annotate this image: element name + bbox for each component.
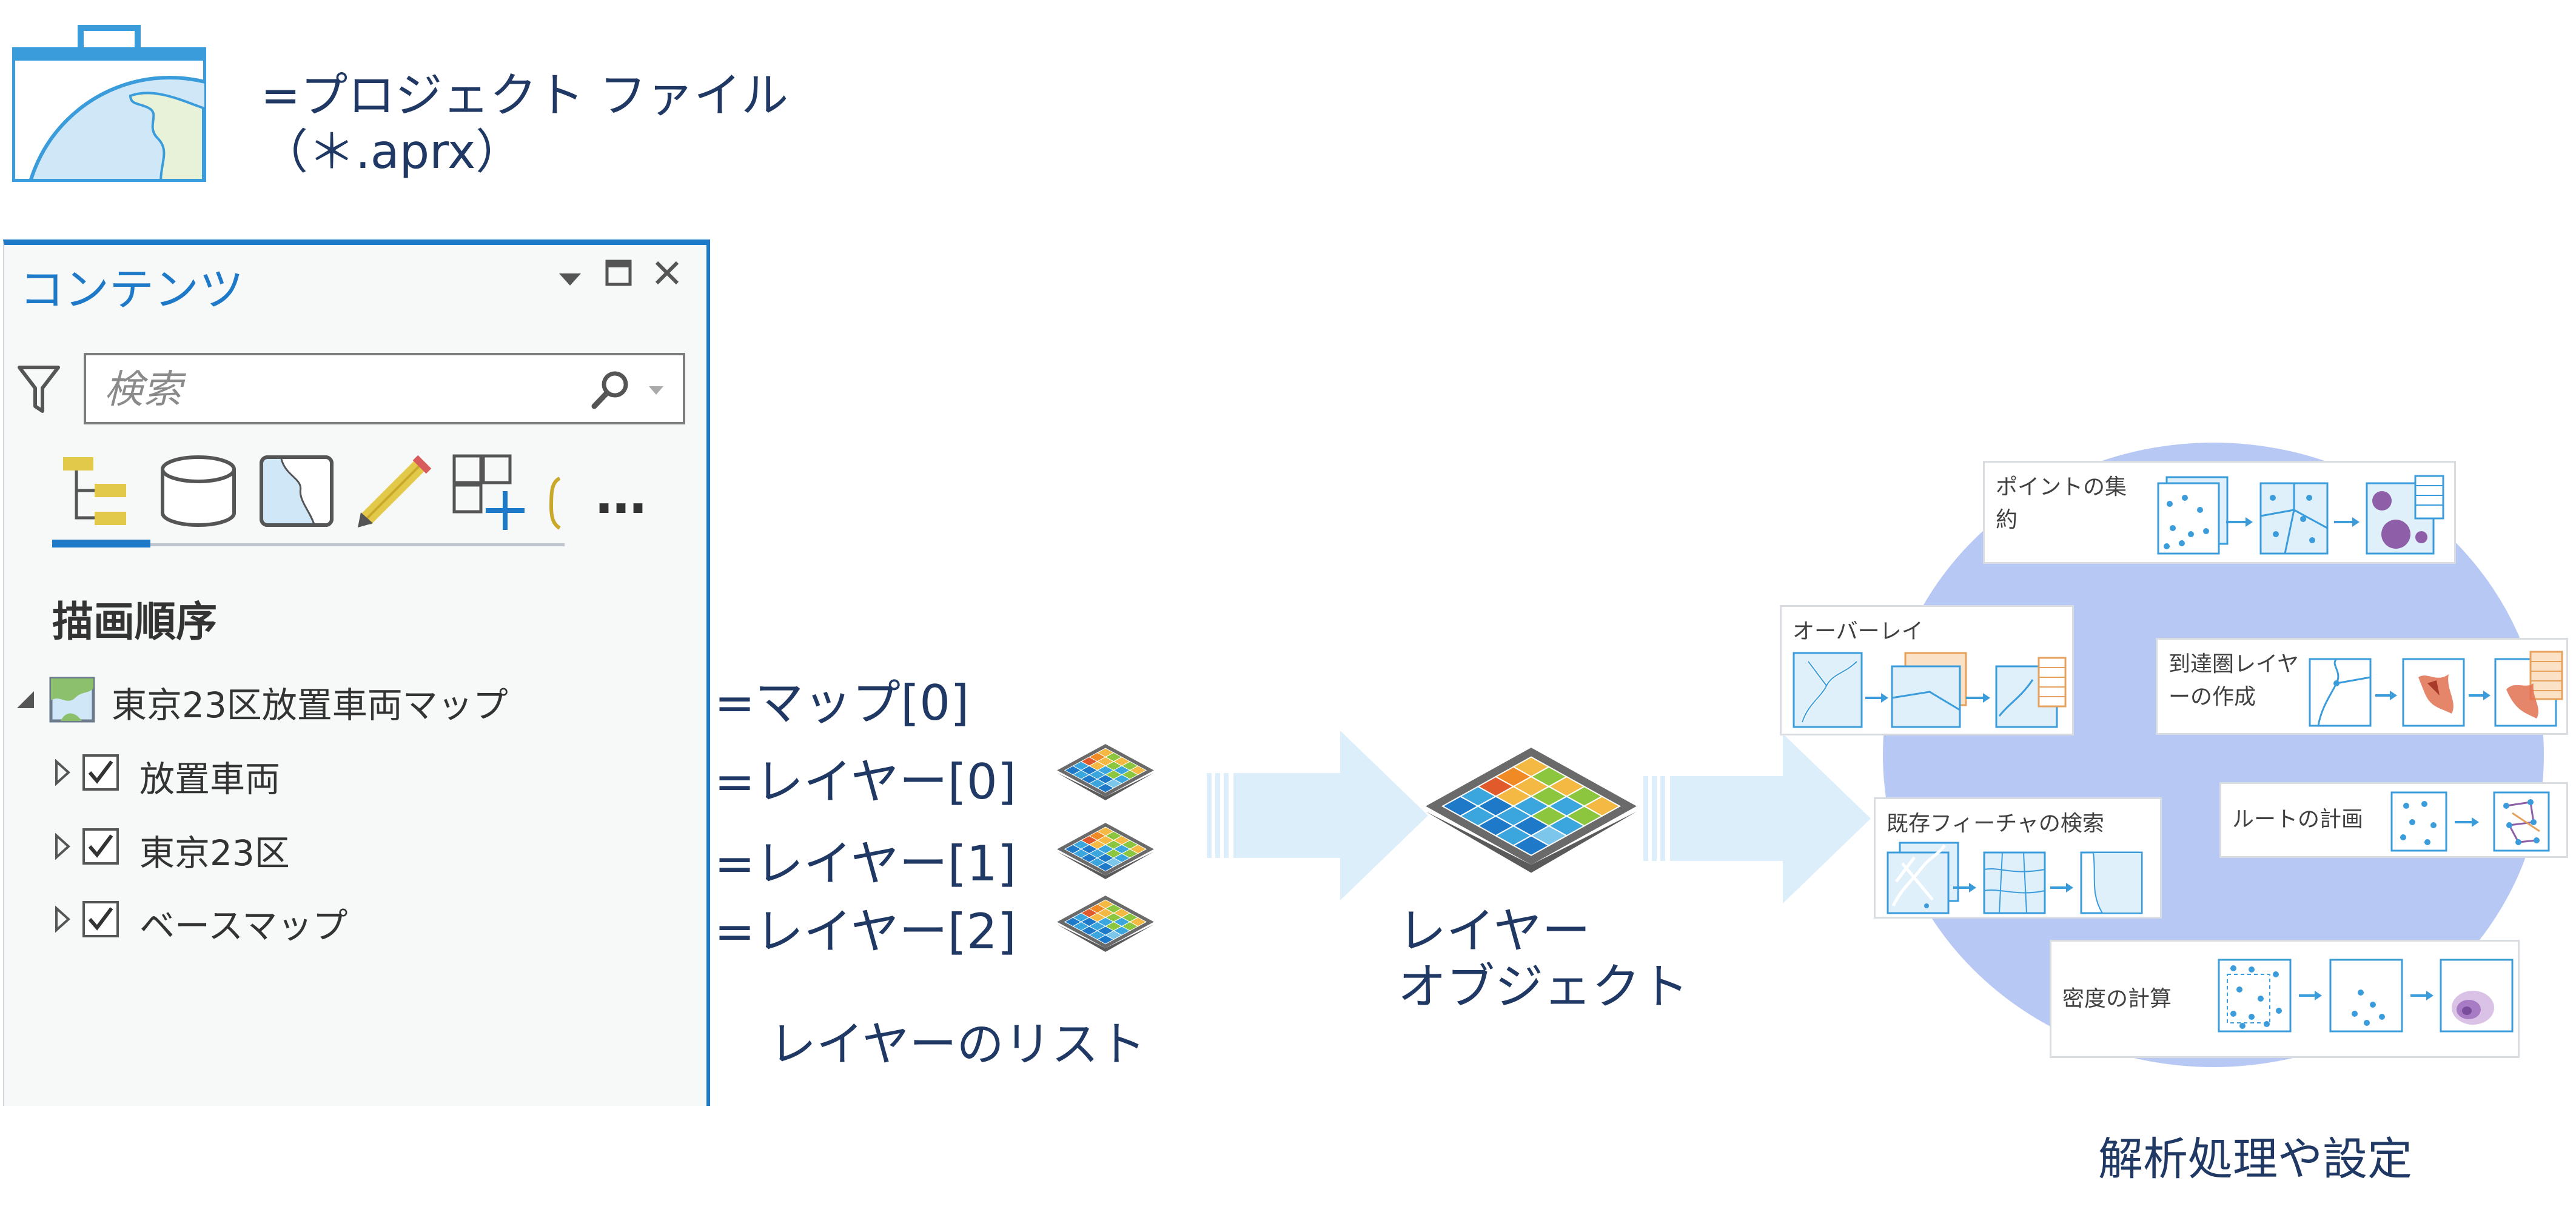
find-existing-title: 既存フィーチャの検索 (1887, 811, 2104, 836)
drawing-order-heading: 描画順序 (52, 598, 218, 646)
layer-object-icon (1426, 748, 1637, 873)
active-tab-indicator (52, 540, 150, 548)
layer-visibility-checkbox[interactable] (82, 754, 119, 791)
layer-icon (1057, 896, 1154, 952)
map-name[interactable]: 東京23区放置車両マップ (112, 685, 508, 726)
layer-index-label: =レイヤー[2] (714, 903, 1016, 960)
checkmark-icon (88, 907, 113, 931)
layer-name[interactable]: 東京23区 (139, 832, 290, 874)
plan-routes-card[interactable]: ルートの計画 (2219, 782, 2568, 858)
chevron-down-icon[interactable] (557, 270, 583, 288)
maximize-icon[interactable] (603, 258, 634, 288)
layer-tile-cell (1512, 835, 1551, 856)
density-icon (2218, 959, 2514, 1033)
layer-index-label: =レイヤー[1] (714, 836, 1016, 892)
find-existing-icon (1887, 842, 2143, 914)
layer-name[interactable]: ベースマップ (139, 905, 348, 946)
search-options-chevron-icon[interactable] (647, 384, 665, 397)
layer-tile-cell (1096, 862, 1115, 872)
density-title: 密度の計算 (2062, 986, 2172, 1011)
drive-time-title-line1: 到達圏レイヤ (2168, 652, 2299, 677)
plan-routes-title: ルートの計画 (2232, 807, 2364, 832)
layer-tile-cell (1096, 934, 1115, 945)
tab-strip-divider (52, 543, 565, 546)
editing-icon[interactable] (355, 452, 434, 531)
density-card[interactable]: 密度の計算 (2050, 940, 2520, 1058)
checkmark-icon (88, 760, 113, 784)
collapse-triangle-icon[interactable] (15, 689, 36, 711)
project-file-icon (12, 25, 206, 182)
layer-object-caption: レイヤー オブジェクト (1398, 903, 1689, 1015)
drawing-order-icon[interactable] (58, 454, 137, 529)
drive-time-title: 到達圏レイヤ ーの作成 (2168, 648, 2299, 714)
analysis-caption: 解析処理や設定 (2098, 1133, 2412, 1185)
flow-arrow-icon (1643, 734, 1871, 903)
search-icon[interactable] (589, 367, 633, 411)
checkmark-icon (88, 834, 113, 858)
filter-icon[interactable] (17, 364, 61, 415)
snapping-icon[interactable] (452, 454, 531, 532)
flow-arrow-icon (1207, 731, 1428, 900)
overlay-title: オーバーレイ (1793, 619, 1924, 644)
layer-object-caption-line1: レイヤー (1398, 903, 1591, 959)
overlay-icon (1793, 652, 2067, 728)
map-icon (49, 677, 95, 723)
layer-list-caption: レイヤーのリスト (769, 1017, 1146, 1072)
aggregate-points-card[interactable]: ポイントの集 約 (1983, 461, 2456, 564)
map-index-label: =マップ[0] (714, 675, 970, 731)
layer-icon (1057, 744, 1154, 800)
expand-triangle-icon[interactable] (53, 906, 72, 933)
aggregate-points-title-line1: ポイントの集 (1996, 475, 2127, 500)
selection-icon[interactable] (258, 454, 337, 529)
plan-routes-icon (2390, 791, 2550, 852)
layer-object-caption-line2: オブジェクト (1398, 959, 1689, 1015)
layer-visibility-checkbox[interactable] (82, 828, 119, 865)
expand-triangle-icon[interactable] (53, 759, 72, 786)
layer-index-label: =レイヤー[0] (714, 754, 1016, 810)
labeling-icon[interactable] (549, 476, 561, 531)
layer-visibility-checkbox[interactable] (82, 901, 119, 937)
close-icon[interactable] (652, 258, 682, 288)
search-input[interactable] (103, 363, 579, 417)
drive-time-title-line2: ーの作成 (2168, 685, 2256, 709)
find-existing-card[interactable]: 既存フィーチャの検索 (1874, 797, 2162, 919)
drive-time-icon (2309, 651, 2563, 727)
drive-time-card[interactable]: 到達圏レイヤ ーの作成 (2156, 638, 2568, 735)
project-file-extension: （＊.aprx） (261, 125, 523, 179)
contents-pane-title: コンテンツ (19, 264, 244, 316)
layer-tile-cell (1096, 783, 1115, 793)
aggregate-points-title: ポイントの集 約 (1996, 471, 2127, 537)
data-source-icon[interactable] (159, 454, 238, 529)
more-tabs-button[interactable]: … (595, 466, 646, 525)
overlay-card[interactable]: オーバーレイ (1780, 605, 2074, 735)
aggregate-points-title-line2: 約 (1996, 507, 2018, 532)
project-file-label: =プロジェクト ファイル (261, 69, 789, 123)
expand-triangle-icon[interactable] (53, 833, 72, 860)
layer-icon (1057, 823, 1154, 879)
aggregate-points-icon (2157, 475, 2444, 555)
layer-name[interactable]: 放置車両 (139, 758, 281, 800)
search-box (84, 353, 685, 424)
